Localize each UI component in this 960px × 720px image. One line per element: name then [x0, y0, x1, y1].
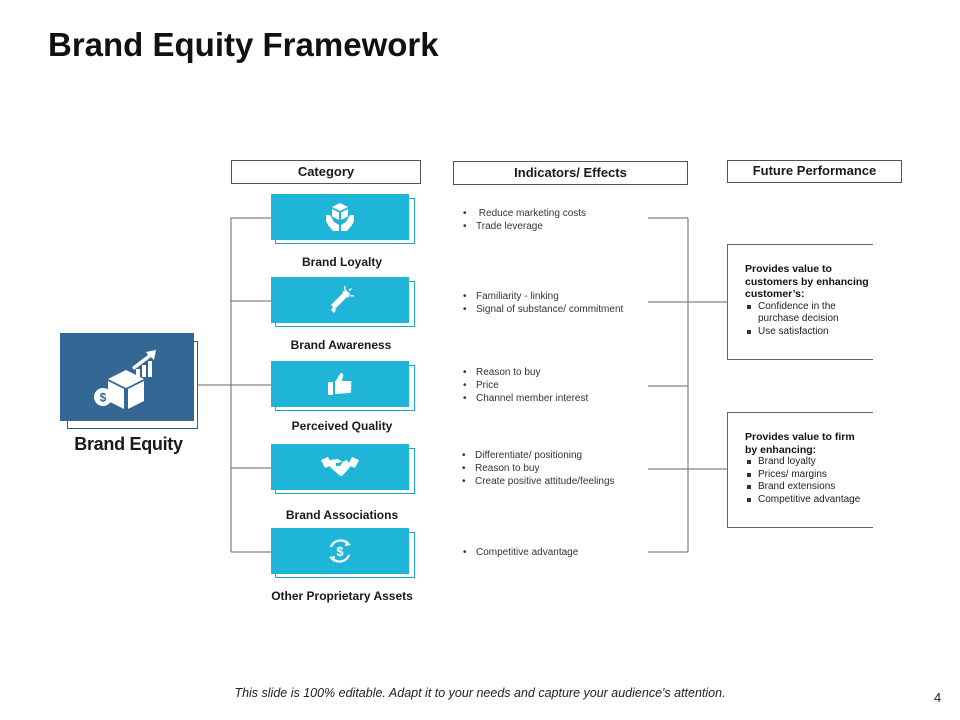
category-label-perceived-quality: Perceived Quality: [291, 419, 393, 433]
category-box-brand-loyalty: [271, 194, 409, 240]
indicators-perceived-quality: Reason to buy Price Channel member inter…: [463, 366, 588, 405]
brand-equity-box: $: [60, 333, 194, 421]
indicators-other-proprietary-assets: Competitive advantage: [463, 546, 578, 559]
box-hands-icon: [326, 203, 354, 231]
category-box-perceived-quality: [271, 361, 409, 407]
dollar-cycle-icon: $: [329, 539, 351, 563]
category-label-brand-loyalty: Brand Loyalty: [301, 255, 382, 269]
list-item: Trade leverage: [463, 220, 586, 233]
handshake-icon: [321, 457, 359, 476]
category-box-brand-associations: [271, 444, 409, 490]
performance-lead: Provides value to customers by enhancing…: [745, 263, 869, 300]
list-item: Competitive advantage: [745, 494, 869, 507]
list-item: Confidence in the purchase decision: [745, 301, 869, 326]
svg-text:$: $: [336, 544, 344, 559]
list-item: Signal of substance/ commitment: [463, 303, 623, 316]
page-title: Brand Equity Framework: [48, 26, 439, 63]
category-label-other-proprietary-assets: Other Proprietary Assets: [271, 589, 413, 603]
indicators-brand-awareness: Familiarity - linking Signal of substanc…: [463, 290, 623, 316]
category-label-brand-awareness: Brand Awareness: [290, 338, 392, 352]
list-item: Reason to buy: [462, 462, 615, 475]
list-item: Price: [463, 379, 588, 392]
box-money-growth-icon: $: [94, 350, 156, 409]
list-item: Use satisfaction: [745, 326, 869, 339]
megaphone-icon: [331, 286, 354, 313]
category-label-brand-associations: Brand Associations: [285, 508, 399, 522]
category-box-other-proprietary-assets: $: [271, 528, 409, 574]
list-item: Create positive attitude/feelings: [462, 475, 615, 488]
brand-equity-label: Brand Equity: [74, 434, 183, 454]
list-item: Reduce marketing costs: [463, 207, 586, 220]
thumbs-up-icon: [328, 372, 352, 395]
footer-note: This slide is 100% editable. Adapt it to…: [234, 686, 726, 700]
list-item: Reason to buy: [463, 366, 588, 379]
performance-box-firm: Provides value to firm by enhancing: Bra…: [727, 412, 873, 528]
indicators-brand-associations: Differentiate/ positioning Reason to buy…: [462, 449, 615, 488]
page-number: 4: [934, 690, 942, 705]
list-item: Familiarity - linking: [463, 290, 623, 303]
category-header: Category: [231, 160, 421, 184]
list-item: Competitive advantage: [463, 546, 578, 559]
performance-lead: Provides value to firm by enhancing:: [745, 431, 855, 456]
list-item: Differentiate/ positioning: [462, 449, 615, 462]
list-item: Channel member interest: [463, 392, 588, 405]
indicators-brand-loyalty: Reduce marketing costs Trade leverage: [463, 207, 586, 233]
list-item: Brand loyalty: [745, 456, 869, 469]
list-item: Prices/ margins: [745, 469, 869, 482]
indicators-header: Indicators/ Effects: [453, 161, 688, 185]
performance-box-customers: Provides value to customers by enhancing…: [727, 244, 873, 360]
future-performance-header: Future Performance: [727, 160, 902, 183]
list-item: Brand extensions: [745, 481, 869, 494]
category-box-brand-awareness: [271, 277, 409, 323]
svg-text:$: $: [100, 391, 107, 405]
